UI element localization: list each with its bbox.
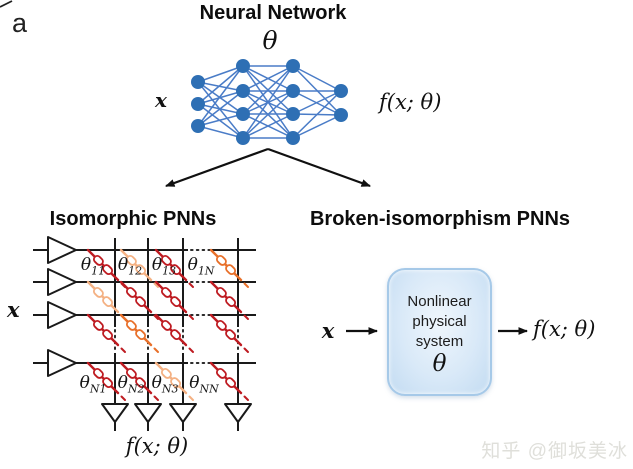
theta-label-N1: θN1	[79, 373, 107, 396]
nn-edge	[292, 114, 342, 139]
memristor-symbol	[209, 313, 250, 354]
nn-edge	[197, 125, 244, 139]
nn-edge	[197, 103, 244, 139]
output-amplifier-icon	[134, 403, 162, 423]
input-amplifier-icon	[47, 268, 77, 296]
branch-arrows	[165, 147, 371, 188]
nn-edge	[242, 90, 294, 139]
box-output-label: f(x; θ)	[533, 317, 596, 341]
nn-node	[236, 84, 250, 98]
nn-title: Neural Network	[199, 2, 347, 24]
theta-label-11: θ11	[80, 255, 106, 278]
memristor-symbol	[119, 280, 160, 321]
box-line-1: Nonlinear	[407, 293, 472, 311]
nn-node	[334, 108, 348, 122]
nn-edge	[242, 65, 294, 92]
box-theta-label: θ	[432, 350, 447, 377]
nn-edge	[242, 65, 294, 139]
crossbar-array	[33, 236, 256, 431]
nn-edge	[197, 65, 244, 105]
memristor-symbol	[86, 313, 127, 354]
nn-edge	[242, 113, 294, 139]
nn-node	[334, 84, 348, 98]
nn-theta-label: θ	[262, 26, 278, 55]
nn-node	[191, 75, 205, 89]
memristor-symbol	[154, 313, 195, 354]
nn-edge	[292, 65, 342, 92]
nn-node	[191, 97, 205, 111]
nn-node	[191, 119, 205, 133]
memristor-symbol	[119, 313, 160, 354]
branch-arrow-left	[165, 147, 269, 188]
nn-node	[236, 107, 250, 121]
panel-label: a	[12, 8, 28, 38]
branch-arrow-right	[267, 147, 371, 188]
input-amplifier-icon	[47, 349, 77, 377]
nn-edge	[197, 65, 244, 127]
box-line-3: system	[415, 332, 464, 350]
theta-label-N2: θN2	[117, 373, 145, 396]
nn-edge	[242, 65, 294, 115]
output-amplifier-icon	[169, 403, 197, 423]
theta-label-12: θ12	[117, 255, 143, 278]
box-line-2: physical	[412, 313, 467, 331]
nn-edge	[197, 65, 244, 83]
nn-input-label: x	[155, 88, 167, 112]
nn-node	[286, 59, 300, 73]
nn-node	[286, 84, 300, 98]
theta-label-N3: θN3	[151, 373, 179, 396]
input-amplifier-icon	[47, 301, 77, 329]
input-amplifier-icon	[47, 236, 77, 264]
output-amplifier-icon	[224, 403, 252, 423]
corner-crop-mark	[0, 0, 13, 8]
nn-node	[286, 107, 300, 121]
nn-nodes	[191, 59, 348, 145]
memristor-symbol	[154, 280, 195, 321]
nn-edge	[197, 113, 244, 127]
isomorphic-heading: Isomorphic PNNs	[49, 208, 217, 230]
crossbar-input-label: x	[7, 297, 20, 322]
nn-node	[286, 131, 300, 145]
nn-edge	[292, 90, 342, 139]
theta-label-1N: θ1N	[187, 255, 215, 278]
memristor-symbol	[209, 280, 250, 321]
nn-edge	[197, 90, 244, 105]
nn-edge	[197, 90, 244, 127]
output-amplifier-icon	[101, 403, 129, 423]
theta-label-13: θ13	[151, 255, 177, 278]
nn-node	[236, 59, 250, 73]
nn-output-label: f(x; θ)	[379, 90, 442, 114]
nonlinear-system-box: Nonlinear physical system θ	[387, 268, 492, 396]
box-input-label: x	[321, 318, 335, 343]
nn-edges	[197, 65, 342, 139]
memristor-symbol	[86, 280, 127, 321]
nn-edge	[197, 81, 244, 92]
watermark: 知乎 @御坂美冰	[481, 441, 628, 462]
nn-node	[236, 131, 250, 145]
nn-edge	[197, 81, 244, 139]
crossbar-output-label: f(x; θ)	[125, 434, 189, 458]
nn-edge	[292, 90, 342, 115]
theta-label-NN: θNN	[189, 373, 219, 396]
broken-heading: Broken-isomorphism PNNs	[309, 208, 571, 230]
